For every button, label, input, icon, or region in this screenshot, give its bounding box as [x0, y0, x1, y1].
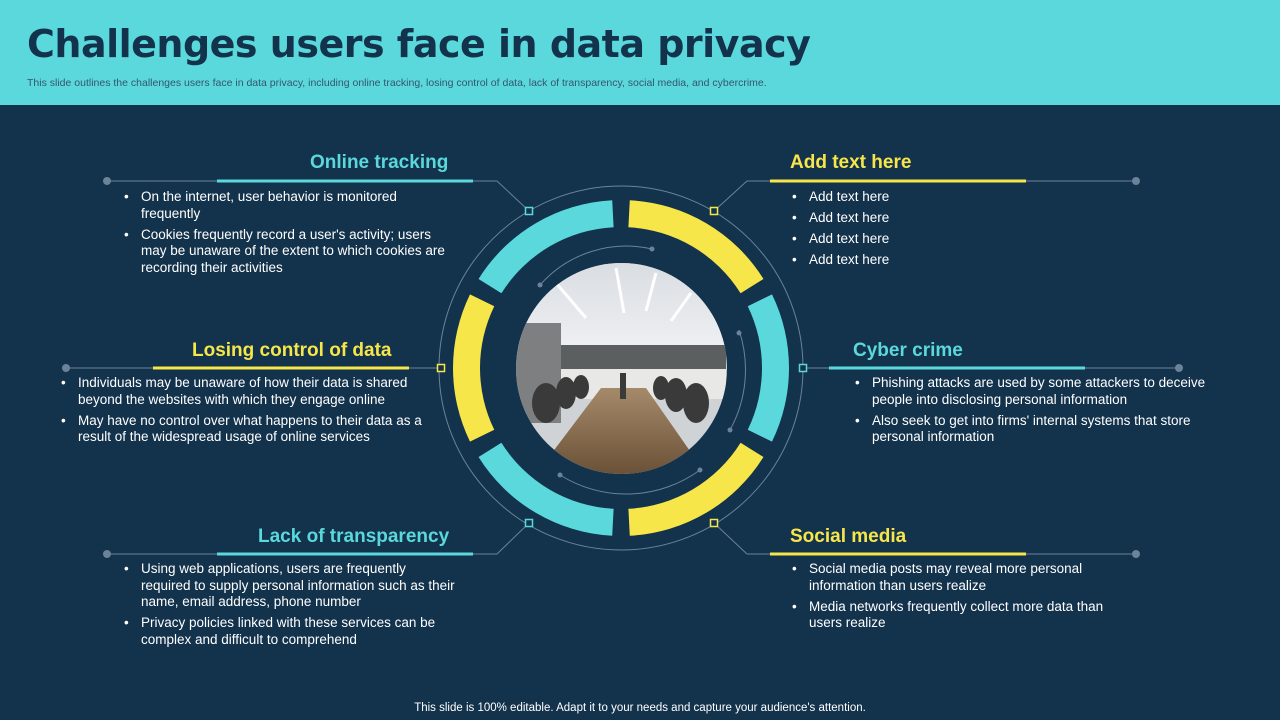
- list-item: On the internet, user behavior is monito…: [119, 189, 454, 222]
- heading-online-tracking: Online tracking: [310, 152, 449, 173]
- heading-social-media: Social media: [790, 526, 907, 547]
- marker-lack-transparency: [524, 518, 534, 528]
- heading-losing-control: Losing control of data: [192, 340, 392, 361]
- list-item: Using web applications, users are freque…: [119, 561, 459, 611]
- segment-cyber-crime: [747, 294, 789, 442]
- segment-losing-control: [453, 294, 495, 442]
- inner-arc-3: [559, 469, 701, 495]
- slide-subtitle: This slide outlines the challenges users…: [27, 77, 767, 89]
- ring-segments: [453, 200, 789, 536]
- end-dots: [62, 177, 1183, 558]
- segment-online-tracking: [478, 200, 614, 294]
- marker-cyber-crime: [798, 363, 808, 373]
- list-losing-control: Individuals may be unaware of how their …: [56, 375, 441, 450]
- list-social-media: Social media posts may reveal more perso…: [787, 561, 1132, 636]
- marker-losing-control: [436, 363, 446, 373]
- meeting-room-photo: [516, 263, 727, 474]
- segment-add-text: [628, 200, 764, 294]
- list-add-text: Add text here Add text here Add text her…: [787, 189, 1087, 273]
- heading-cyber-crime: Cyber crime: [853, 340, 963, 361]
- list-item: Add text here: [787, 231, 1087, 248]
- list-item: May have no control over what happens to…: [56, 413, 441, 446]
- inner-arc-1: [539, 245, 653, 286]
- list-item: Media networks frequently collect more d…: [787, 599, 1132, 632]
- list-item: Phishing attacks are used by some attack…: [850, 375, 1240, 408]
- list-item: Add text here: [787, 252, 1087, 269]
- marker-online-tracking: [524, 206, 534, 216]
- heading-lack-transparency: Lack of transparency: [258, 526, 450, 547]
- list-item: Social media posts may reveal more perso…: [787, 561, 1132, 594]
- list-item: Privacy policies linked with these servi…: [119, 615, 459, 648]
- list-item: Also seek to get into firms' internal sy…: [850, 413, 1240, 446]
- list-cyber-crime: Phishing attacks are used by some attack…: [850, 375, 1240, 450]
- footer-note: This slide is 100% editable. Adapt it to…: [414, 702, 866, 714]
- list-item: Add text here: [787, 210, 1087, 227]
- list-item: Add text here: [787, 189, 1087, 206]
- marker-social-media: [709, 518, 719, 528]
- slide-title: Challenges users face in data privacy: [27, 22, 811, 66]
- segment-lack-transparency: [478, 442, 614, 536]
- marker-add-text: [709, 206, 719, 216]
- list-item: Individuals may be unaware of how their …: [56, 375, 441, 408]
- header-banner: Challenges users face in data privacy Th…: [0, 0, 1280, 105]
- connector-social-media: [713, 522, 1136, 555]
- inner-arc-2: [729, 329, 746, 431]
- list-lack-transparency: Using web applications, users are freque…: [119, 561, 459, 653]
- heading-add-text: Add text here: [790, 152, 912, 173]
- list-item: Cookies frequently record a user's activ…: [119, 227, 454, 277]
- segment-social-media: [628, 442, 764, 536]
- list-online-tracking: On the internet, user behavior is monito…: [119, 189, 454, 281]
